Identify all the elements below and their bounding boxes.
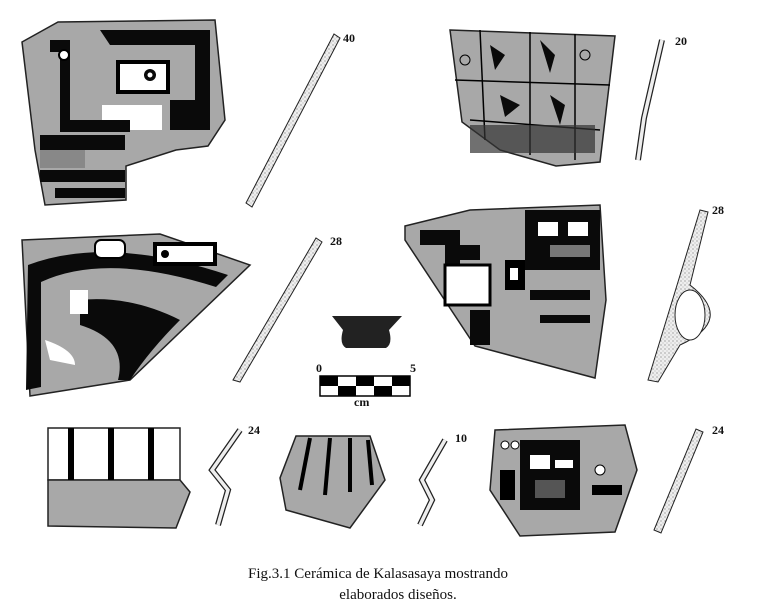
profile-4: 28 bbox=[647, 203, 724, 383]
sherd-7 bbox=[489, 424, 638, 537]
scale-end: 5 bbox=[410, 361, 416, 375]
sherd-5 bbox=[47, 427, 191, 529]
figure-caption-line2: elaborados diseños. bbox=[339, 587, 457, 603]
profile-1: 40 bbox=[245, 31, 355, 208]
profile-label: 20 bbox=[675, 34, 687, 48]
profile-7: 24 bbox=[653, 423, 724, 534]
profile-label: 24 bbox=[248, 423, 260, 437]
scale-start: 0 bbox=[316, 361, 322, 375]
sherd-2 bbox=[449, 29, 616, 167]
sherd-1 bbox=[21, 19, 226, 206]
profile-label: 28 bbox=[330, 234, 342, 248]
profile-label: 28 bbox=[712, 203, 724, 217]
profile-6: 10 bbox=[417, 431, 467, 527]
profile-label: 24 bbox=[712, 423, 724, 437]
scale-bar: 0 5 cm bbox=[316, 361, 416, 409]
figure-caption: Fig.3.1 Cerámica de Kalasasaya mostrando bbox=[248, 566, 508, 582]
profile-3: 28 bbox=[232, 234, 342, 383]
profile-5: 24 bbox=[208, 423, 260, 526]
profile-2: 20 bbox=[635, 34, 687, 161]
sherd-6 bbox=[279, 435, 386, 529]
scale-unit: cm bbox=[354, 395, 369, 409]
sherd-3 bbox=[21, 233, 252, 397]
vessel-profile bbox=[332, 316, 402, 348]
sherd-4 bbox=[404, 204, 607, 379]
profile-label: 10 bbox=[455, 431, 467, 445]
profile-label: 40 bbox=[343, 31, 355, 45]
